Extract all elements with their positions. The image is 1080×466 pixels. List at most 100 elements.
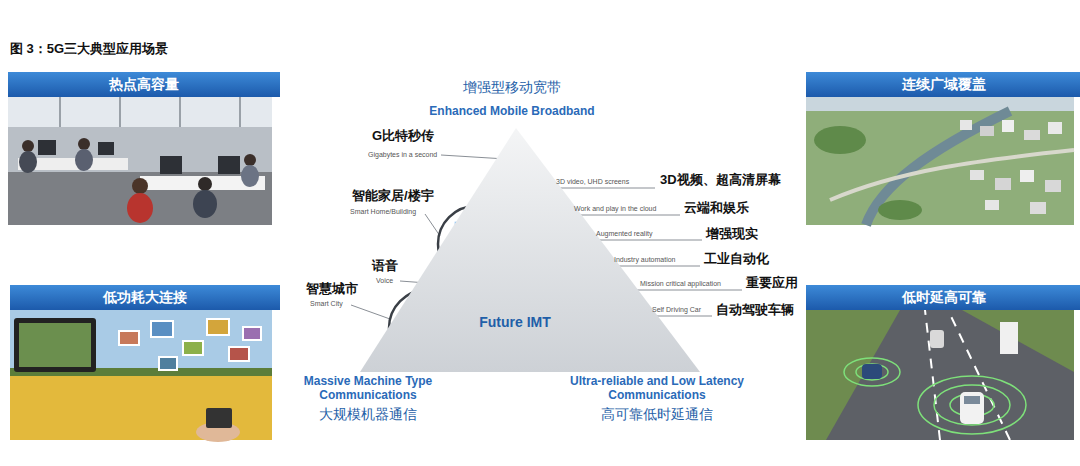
city-photo	[1045, 180, 1061, 192]
road-photo	[844, 358, 900, 386]
triangle-node: Future IMT	[360, 128, 700, 372]
city-photo	[806, 97, 1074, 225]
field-photo	[206, 318, 230, 336]
road-photo	[856, 364, 888, 380]
office-photo	[98, 142, 114, 155]
office-photo	[244, 154, 256, 166]
field-photo	[228, 346, 250, 362]
office-photo	[19, 151, 37, 173]
center-label: Future IMT	[440, 314, 590, 330]
callout-label: 云端和娱乐	[684, 200, 749, 216]
road-photo	[930, 330, 944, 348]
callout-label: 语音	[372, 258, 398, 274]
field-photo	[10, 310, 272, 442]
office-photo	[8, 97, 272, 225]
callout-label: 自动驾驶车辆	[716, 302, 794, 318]
caption-label: Smart City	[310, 299, 343, 308]
field-photo	[206, 408, 232, 428]
office-photo	[38, 140, 56, 155]
leader-line	[351, 305, 390, 319]
road-photo	[960, 392, 984, 424]
office-photo	[78, 138, 90, 150]
field-photo	[10, 310, 272, 440]
office-photo	[132, 178, 148, 194]
category-label: Enhanced Mobile Broadband	[402, 104, 622, 118]
office-photo	[75, 149, 93, 171]
field-photo	[182, 340, 204, 356]
photo-panel: 低时延高可靠	[806, 285, 1080, 440]
city-photo	[814, 126, 866, 154]
field-photo	[150, 320, 174, 338]
caption-label: Augmented reality	[596, 229, 652, 238]
field-photo	[158, 356, 178, 371]
category-label: Massive Machine Type Communications	[282, 374, 454, 402]
panel-header: 连续广域覆盖	[806, 72, 1080, 97]
city-photo	[960, 120, 972, 130]
callout-label: 智慧城市	[306, 281, 358, 297]
figure-title: 图 3：5G三大典型应用场景	[10, 40, 168, 58]
field-photo	[160, 358, 176, 369]
road-photo	[964, 396, 980, 404]
office-photo	[22, 140, 34, 152]
triangle-shape	[360, 128, 700, 372]
field-photo	[118, 330, 140, 346]
callout-label: 智能家居/楼宇	[352, 188, 434, 204]
triangle-shape	[360, 128, 700, 372]
leader-line	[549, 188, 655, 189]
category-label: Ultra-reliable and Low Latency Communica…	[552, 374, 762, 402]
caption-label: Smart Home/Building	[350, 207, 416, 216]
city-photo	[806, 97, 1074, 111]
city-photo	[980, 126, 994, 136]
city-photo	[1002, 120, 1014, 132]
field-photo	[242, 326, 262, 341]
city-photo	[970, 170, 984, 180]
office-photo	[119, 97, 121, 127]
panel-header: 热点高容量	[8, 72, 280, 97]
city-photo	[1024, 130, 1040, 140]
city-photo	[830, 150, 1074, 200]
field-photo	[19, 323, 91, 367]
callout-label: G比特秒传	[372, 128, 434, 144]
field-photo	[120, 332, 138, 344]
office-photo	[179, 97, 181, 127]
office-photo	[8, 97, 272, 127]
category-label: 大规模机器通信	[298, 406, 438, 423]
office-photo	[241, 165, 259, 187]
callout-label: 3D视频、超高清屏幕	[660, 172, 781, 188]
field-photo	[230, 348, 248, 360]
road-photo	[1000, 322, 1018, 354]
caption-label: Gigabytes in a second	[368, 150, 437, 159]
road-photo	[862, 364, 882, 379]
office-photo	[8, 97, 272, 225]
city-photo	[1020, 170, 1034, 182]
office-photo	[8, 172, 272, 225]
office-photo	[218, 156, 240, 174]
callout-label: 增强现实	[706, 226, 758, 242]
field-photo	[152, 322, 172, 336]
field-photo	[14, 318, 96, 372]
office-photo	[193, 190, 217, 218]
photo-panel: 连续广域覆盖	[806, 72, 1080, 225]
office-photo	[59, 97, 61, 127]
office-photo	[127, 193, 153, 223]
photo-panel: 低功耗大连接	[10, 285, 280, 440]
city-photo	[995, 178, 1011, 190]
city-photo	[806, 97, 1074, 225]
field-photo	[184, 342, 202, 354]
panel-header: 低时延高可靠	[806, 285, 1080, 310]
caption-label: Industry automation	[614, 255, 675, 264]
office-photo	[198, 177, 212, 191]
caption-label: Mission critical application	[640, 279, 721, 288]
caption-label: Self Driving Car	[652, 305, 701, 314]
road-photo	[806, 310, 1074, 440]
city-photo	[1030, 202, 1046, 214]
photo-panel: 热点高容量	[8, 72, 280, 225]
caption-label: Work and play in the cloud	[574, 204, 656, 213]
office-photo	[160, 156, 182, 174]
caption-label: 3D video, UHD screens	[556, 177, 629, 186]
callout-label: 工业自动化	[704, 251, 769, 267]
city-photo	[1048, 122, 1062, 134]
callout-label: 重要应用	[746, 275, 798, 291]
office-photo	[239, 97, 241, 127]
